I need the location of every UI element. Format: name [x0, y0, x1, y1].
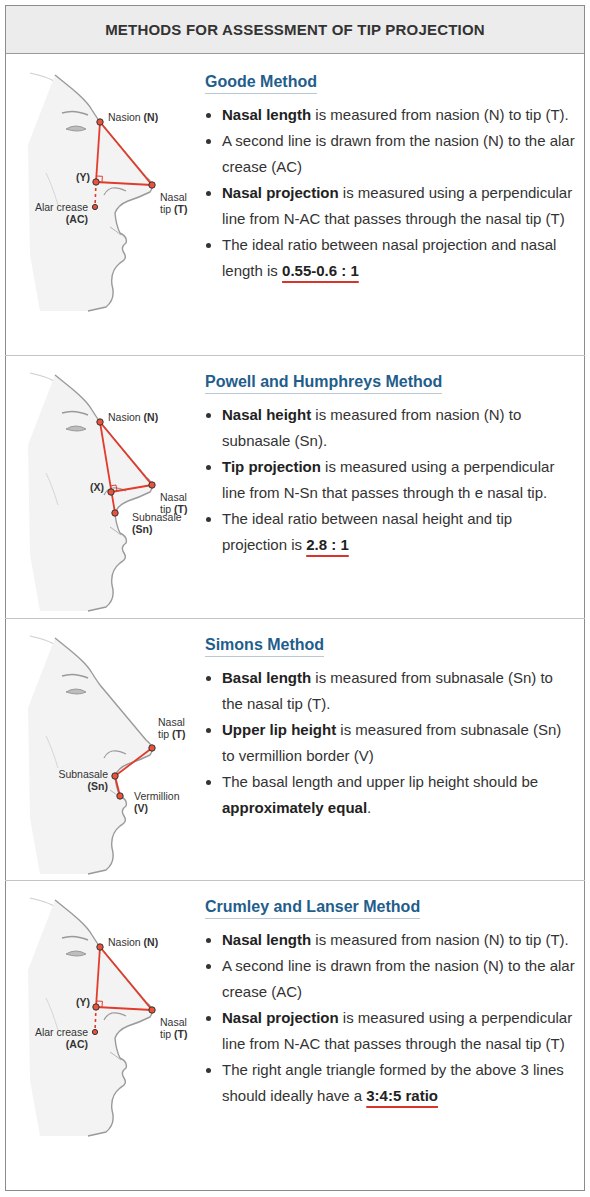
bullet-text: Basal length is measured from subnasale …: [222, 665, 577, 717]
bullet-text: A second line is drawn from the nasion (…: [222, 128, 577, 180]
panel-title: METHODS FOR ASSESSMENT OF TIP PROJECTION: [6, 6, 584, 54]
point-label: Alar crease (AC): [30, 1026, 88, 1050]
point-label: (Y): [60, 996, 90, 1008]
method-panel: Powell and Humphreys MethodNasal height …: [205, 373, 577, 558]
point-label: Nasal tip (T): [160, 191, 198, 215]
bullet-text: Nasal length is measured from nasion (N)…: [222, 102, 577, 128]
bullet-text: Upper lip height is measured from subnas…: [222, 717, 577, 769]
method-heading: Goode Method: [205, 73, 317, 94]
point-label: Nasal tip (T): [160, 1016, 198, 1040]
method-heading: Powell and Humphreys Method: [205, 373, 442, 394]
bullet-list: Nasal length is measured from nasion (N)…: [205, 927, 577, 1109]
bullet-list: Nasal length is measured from nasion (N)…: [205, 102, 577, 284]
point-label: Nasion (N): [108, 411, 178, 423]
method-panel: Goode MethodNasal length is measured fro…: [205, 73, 577, 284]
bullet-text: A second line is drawn from the nasion (…: [222, 953, 577, 1005]
bullet-list: Basal length is measured from subnasale …: [205, 665, 577, 821]
bullet-text: The basal length and upper lip height sh…: [222, 769, 577, 821]
point-label: (X): [74, 481, 104, 493]
panel-border: [6, 6, 585, 1191]
bullet-text: The right angle triangle formed by the a…: [222, 1057, 577, 1109]
method-panel: Crumley and Lanser MethodNasal length is…: [205, 898, 577, 1109]
point-label: Subnasale (Sn): [132, 511, 190, 535]
powell-figure: [28, 373, 155, 611]
bullet-text: The ideal ratio between nasal projection…: [222, 232, 577, 284]
bullet-text: Nasal projection is measured using a per…: [222, 180, 577, 232]
point-label: Subnasale (Sn): [48, 768, 108, 792]
bullet-text: Nasal projection is measured using a per…: [222, 1005, 577, 1057]
crumley-figure: [28, 898, 155, 1136]
goode-figure: [28, 73, 155, 311]
point-label: Alar crease (AC): [30, 201, 88, 225]
method-panel: Simons MethodBasal length is measured fr…: [205, 636, 577, 821]
point-label: Nasal tip (T): [158, 716, 198, 740]
bullet-text: Nasal length is measured from nasion (N)…: [222, 927, 577, 953]
point-label: Vermillion (V): [134, 790, 192, 814]
bullet-text: Nasal height is measured from nasion (N)…: [222, 402, 577, 454]
point-label: (Y): [60, 171, 90, 183]
bullet-text: Tip projection is measured using a perpe…: [222, 454, 577, 506]
method-heading: Crumley and Lanser Method: [205, 898, 420, 919]
bullet-text: The ideal ratio between nasal height and…: [222, 506, 577, 558]
point-label: Nasion (N): [108, 936, 178, 948]
method-heading: Simons Method: [205, 636, 324, 657]
point-label: Nasion (N): [108, 111, 178, 123]
bullet-list: Nasal height is measured from nasion (N)…: [205, 402, 577, 558]
simons-figure: [28, 636, 155, 874]
